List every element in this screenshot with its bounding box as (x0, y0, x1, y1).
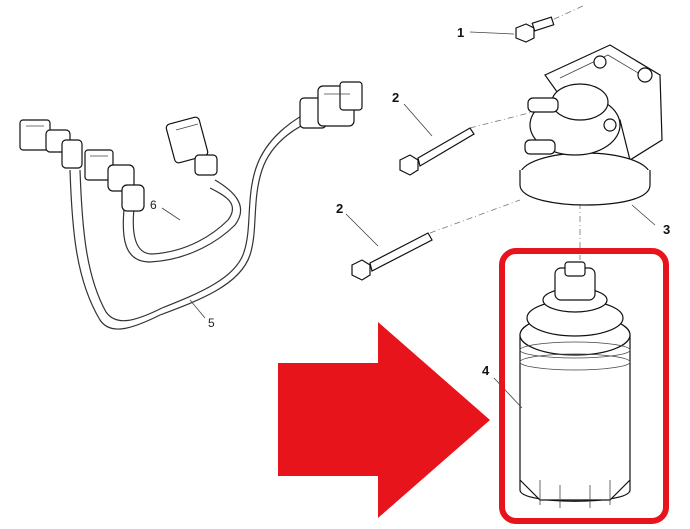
connector-left-a (19, 119, 83, 169)
bolt-2-lower (345, 213, 433, 281)
leader-2-upper (403, 103, 433, 137)
leader-2-lower (345, 213, 379, 247)
hose-6 (122, 179, 242, 263)
filter-housing-head (519, 44, 663, 226)
callout-2-lower: 2 (336, 201, 343, 216)
assembly-line-bolt2b (429, 199, 521, 234)
leader-3 (631, 204, 656, 226)
highlight-frame (499, 248, 669, 524)
callout-4: 4 (482, 363, 490, 378)
callout-5: 5 (208, 316, 215, 330)
connector-middle (165, 116, 218, 176)
fuel-filter-cartridge (493, 261, 631, 508)
connector-left-b (84, 149, 145, 212)
highlight-arrow (278, 322, 490, 518)
leader-4 (493, 377, 523, 409)
leader-5 (189, 299, 206, 319)
assembly-line-bolt2a (469, 104, 561, 129)
callout-3: 3 (663, 222, 670, 237)
callout-6: 6 (150, 198, 157, 212)
leader-6 (161, 207, 181, 221)
hose-5-inner (79, 109, 315, 322)
hose-harness-assembly (19, 81, 363, 330)
assembly-line-bolt1 (529, 4, 586, 31)
bolt-1 (469, 16, 555, 43)
callout-2-upper: 2 (392, 90, 399, 105)
hose-5 (69, 117, 319, 330)
callout-1: 1 (457, 25, 464, 40)
hose-6-inner (132, 187, 234, 255)
connector-right-top (299, 81, 363, 129)
bolt-2-upper (399, 103, 475, 176)
leader-1 (469, 31, 515, 35)
